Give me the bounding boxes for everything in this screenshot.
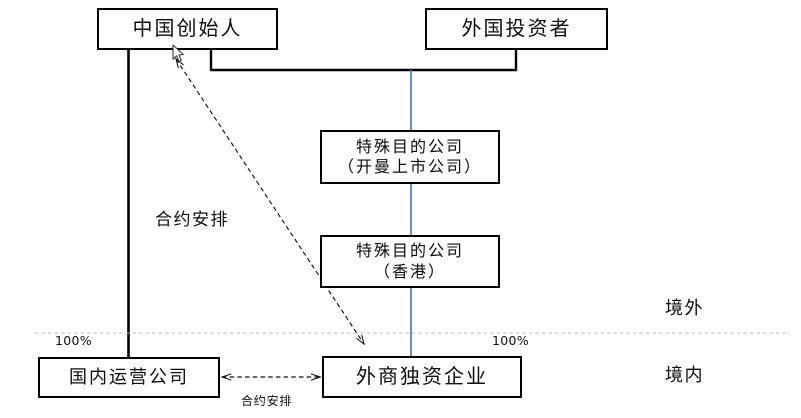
node-spv-hongkong-label-line2: （香港） — [373, 261, 446, 281]
node-spv-cayman[interactable]: 特殊目的公司 （开曼上市公司） — [320, 130, 500, 184]
label-offshore: 境外 — [665, 298, 704, 319]
node-wfoe[interactable]: 外商独资企业 — [322, 356, 522, 398]
node-domestic-operating-company-label: 国内运营公司 — [69, 366, 189, 388]
node-chinese-founder[interactable]: 中国创始人 — [97, 8, 278, 50]
node-foreign-investor[interactable]: 外国投资者 — [425, 8, 608, 50]
edge-foreign-investor-bracket — [209, 50, 518, 72]
node-wfoe-label: 外商独资企业 — [356, 364, 488, 389]
label-onshore: 境内 — [665, 365, 704, 386]
node-foreign-investor-label: 外国投资者 — [461, 16, 572, 41]
node-spv-hongkong[interactable]: 特殊目的公司 （香港） — [320, 235, 500, 288]
node-domestic-operating-company[interactable]: 国内运营公司 — [38, 357, 220, 398]
node-spv-hongkong-label-line1: 特殊目的公司 — [355, 241, 464, 261]
label-percent-domestic: 100% — [55, 333, 92, 348]
node-spv-cayman-label-line1: 特殊目的公司 — [355, 136, 464, 156]
node-spv-cayman-label-line2: （开曼上市公司） — [337, 157, 482, 176]
node-chinese-founder-label: 中国创始人 — [132, 16, 243, 41]
label-contractual-arrangement-bottom: 合约安排 — [241, 394, 293, 408]
edge-contractual-diagonal — [176, 59, 364, 344]
label-contractual-arrangement-vertical: 合约安排 — [155, 210, 229, 230]
label-percent-wfoe: 100% — [492, 333, 529, 348]
